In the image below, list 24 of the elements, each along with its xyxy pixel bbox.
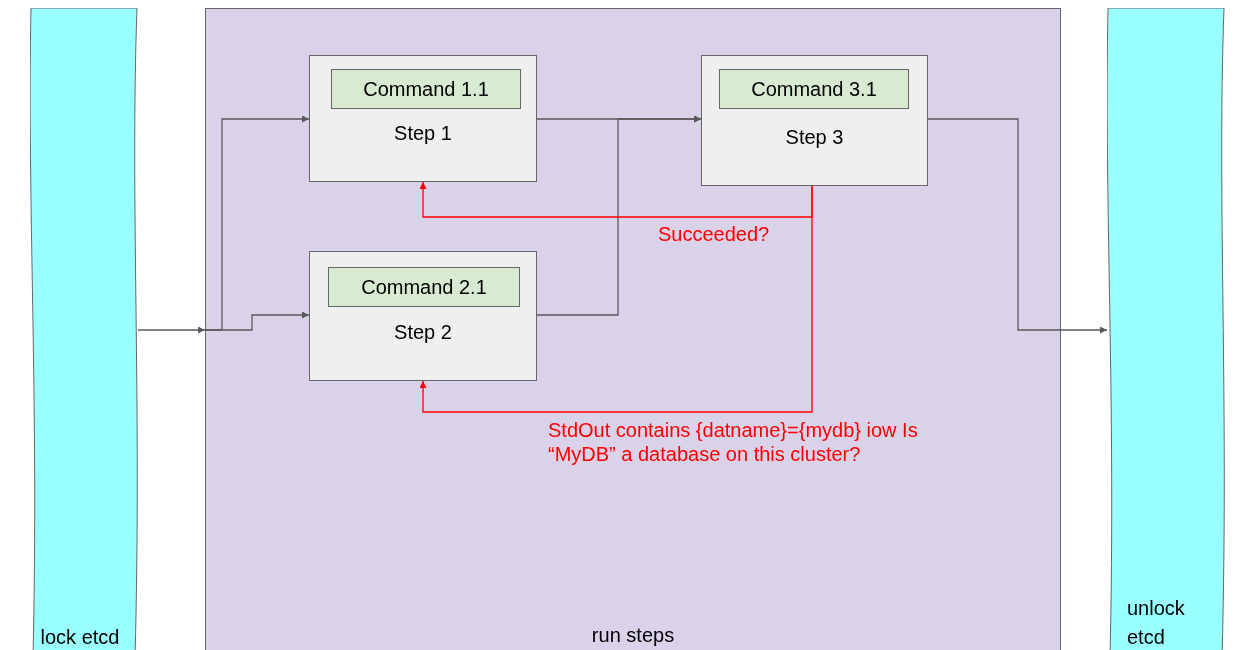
stage-label: lock etcd: [39, 625, 121, 650]
step-label: Step 3: [784, 126, 845, 149]
stage-band: [30, 8, 138, 650]
stage-band: [1107, 8, 1225, 650]
command-box: [328, 267, 520, 307]
stage-label: unlock etcd: [1126, 596, 1186, 650]
command-label: Command 2.1: [361, 275, 487, 299]
arrow: [419, 181, 813, 218]
step-box: [701, 55, 928, 186]
step-label: Step 1: [393, 122, 453, 145]
step-box: [309, 55, 537, 182]
command-box: [719, 69, 909, 109]
group-panel: [205, 8, 1061, 650]
step-box: [309, 251, 537, 381]
command-label: Command 3.1: [751, 77, 877, 101]
arrow: [927, 118, 1108, 334]
arrow: [204, 311, 310, 331]
arrow: [536, 115, 702, 316]
step-label: Step 2: [393, 321, 453, 344]
panel-label: run steps: [590, 624, 676, 647]
command-box: [331, 69, 521, 109]
arrow: [419, 185, 813, 413]
command-label: Command 1.1: [363, 77, 489, 101]
arrow: [137, 326, 206, 334]
